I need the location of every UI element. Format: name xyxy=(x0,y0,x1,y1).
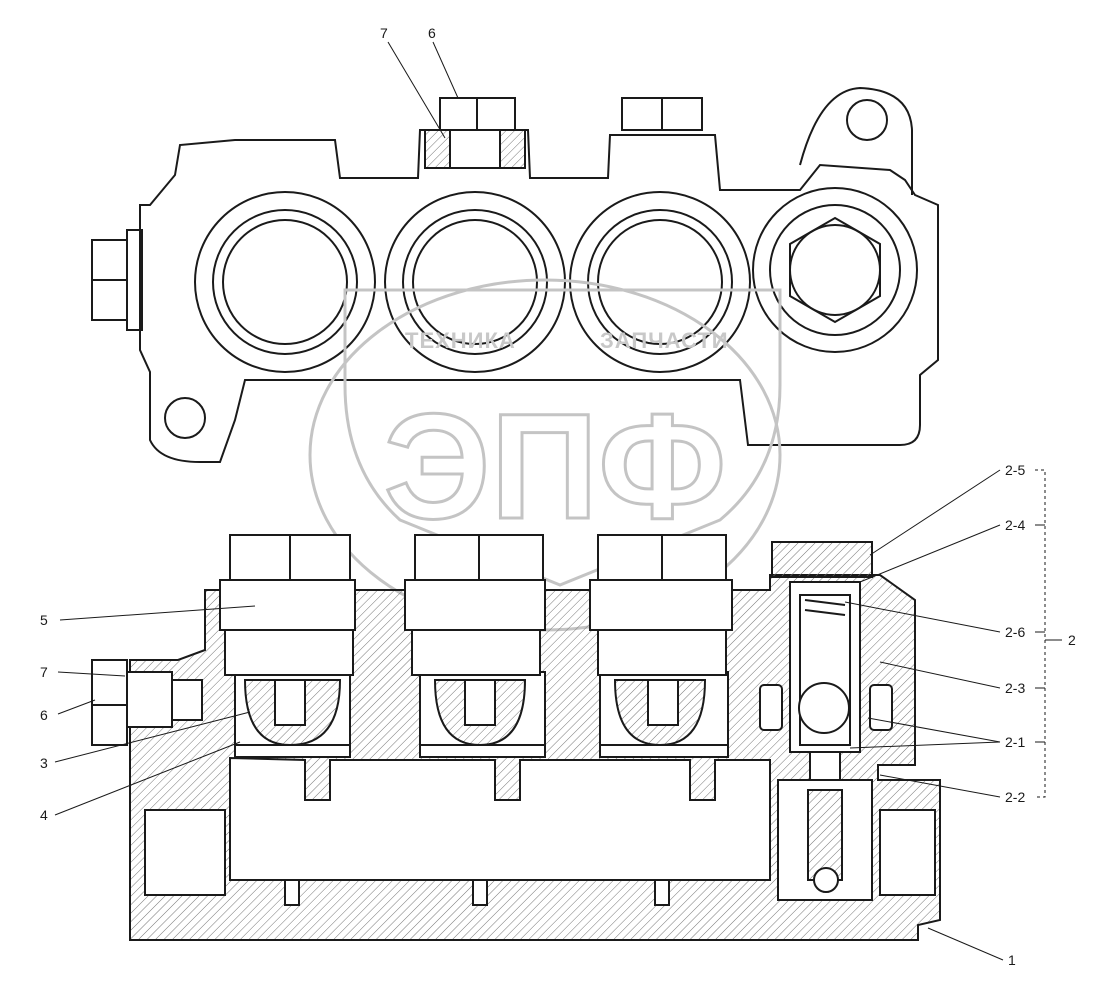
callout-2-3: 2-3 xyxy=(1005,680,1025,696)
callout-2-5: 2-5 xyxy=(1005,462,1025,478)
callout-2-6: 2-6 xyxy=(1005,624,1025,640)
section-view xyxy=(91,534,941,941)
callout-top-6: 6 xyxy=(428,25,436,41)
callout-left-3: 3 xyxy=(40,755,48,771)
watermark-brand-right: ЗАПЧАСТИ xyxy=(600,328,729,353)
callout-2: 2 xyxy=(1068,632,1076,648)
callout-1: 1 xyxy=(1008,952,1016,968)
callout-2-2: 2-2 xyxy=(1005,789,1025,805)
callout-leaders xyxy=(54,41,1062,961)
callout-labels: 7 6 5 7 6 3 4 2-5 2-4 2-6 2 2-3 2-1 2-2 … xyxy=(40,25,1076,968)
watermark-logo: ЭПФ xyxy=(384,382,727,550)
top-view xyxy=(91,86,939,463)
watermark-brand-left: ТЕХНИКА xyxy=(405,328,516,353)
callout-left-7: 7 xyxy=(40,664,48,680)
callout-left-4: 4 xyxy=(40,807,48,823)
callout-left-5: 5 xyxy=(40,612,48,628)
callout-top-7: 7 xyxy=(380,25,388,41)
callout-2-1: 2-1 xyxy=(1005,734,1025,750)
callout-2-4: 2-4 xyxy=(1005,517,1025,533)
callout-left-6: 6 xyxy=(40,707,48,723)
